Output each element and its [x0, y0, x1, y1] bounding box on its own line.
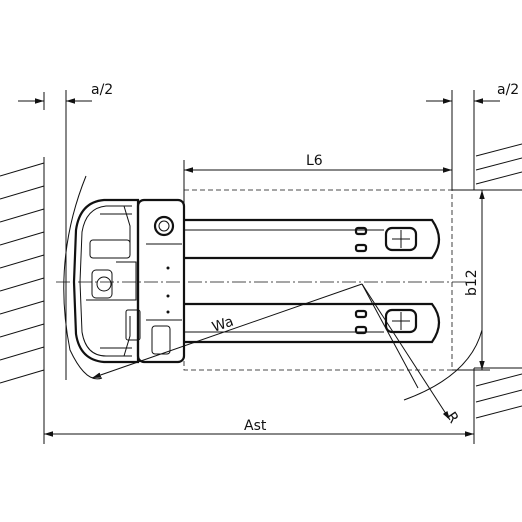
- label-l6: L6: [306, 153, 323, 169]
- truck-body: [72, 198, 186, 364]
- label-r: R: [443, 409, 462, 426]
- label-b12: b12: [464, 269, 480, 296]
- label-a-half-right: a/2: [497, 82, 519, 98]
- dim-a-half-right: a/2: [426, 82, 519, 104]
- left-aisle-wall: [0, 157, 45, 404]
- label-ast: Ast: [244, 418, 267, 434]
- dim-b12: b12: [452, 189, 490, 371]
- right-upper-wall: [473, 90, 522, 191]
- right-lower-wall: [473, 367, 522, 440]
- upper-fork: [184, 218, 441, 260]
- rear-swing-arc: [63, 175, 103, 380]
- front-swing-arc: [403, 329, 483, 401]
- dim-a-half-left: a/2: [18, 82, 113, 110]
- dim-r: R: [361, 283, 462, 427]
- label-wa: Wa: [210, 314, 236, 336]
- dim-ast: Ast: [43, 404, 475, 444]
- label-a-half-left: a/2: [91, 82, 113, 98]
- dim-l6: L6: [183, 153, 453, 215]
- dim-wa: Wa: [91, 283, 363, 379]
